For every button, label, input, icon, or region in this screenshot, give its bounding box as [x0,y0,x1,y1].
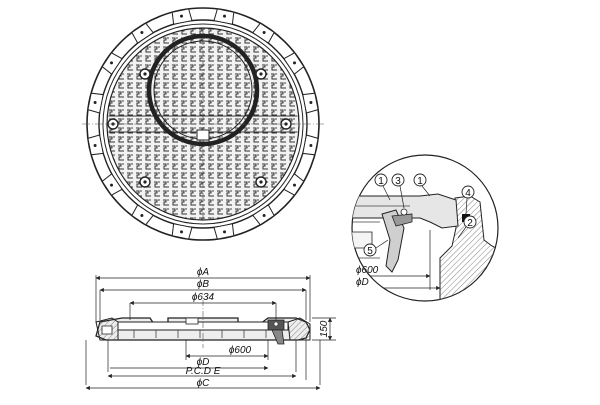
inner-cover-ring [146,33,260,147]
svg-text:4: 4 [465,188,471,199]
dim-phi-634: ϕ634 [192,292,215,303]
svg-text:1: 1 [378,176,384,187]
svg-text:1: 1 [417,176,423,187]
frame-rib-mark [309,144,313,147]
plan-view [82,7,324,241]
frame-rib-mark [180,230,183,234]
detail-view: ϕ600 ϕD 1 3 1 4 2 5 [351,154,499,302]
dim-phi-d: ϕD [197,357,210,368]
dimension-lines [85,275,336,391]
callout-4: 4 [461,185,475,215]
callout-3: 3 [391,173,405,209]
frame-rib-mark [262,214,266,217]
callout-2: 2 [457,215,477,239]
frame-rib-mark [309,101,313,104]
detail-dim-phi-600: ϕ600 [356,265,379,276]
frame-rib-mark [110,183,113,187]
frame-rib-mark [293,61,296,65]
section-view: ϕA ϕB ϕ634 ϕ600 ϕD P.C.D E ϕC 150 [85,267,336,391]
frame-rib-mark [223,14,226,18]
frame-rib-mark [140,31,144,34]
frame-rib-mark [262,31,266,34]
latch-mechanism [267,319,285,345]
bolt-holes [107,68,292,188]
frame-rib-mark [93,101,97,104]
svg-text:3: 3 [395,176,401,187]
callout-1a: 1 [374,173,391,201]
callout-5: 5 [363,239,389,257]
svg-text:5: 5 [367,246,373,257]
frame-rib-mark [223,230,226,234]
dim-phi-c: ϕC [197,378,211,389]
dim-phi-a: ϕA [197,267,210,278]
frame-rib-mark [180,14,183,18]
callout-1b: 1 [413,173,431,197]
dim-height-150: 150 [319,320,330,337]
frame-rib-mark [93,144,97,147]
dim-phi-b: ϕB [197,279,210,290]
frame-rib-mark [110,61,113,65]
dim-pcd-e: P.C.D E [186,366,221,377]
svg-text:2: 2 [467,218,473,229]
frame-ribs [87,8,319,240]
frame-rib-mark [140,214,144,217]
dim-phi-600: ϕ600 [229,345,252,356]
detail-dim-phi-d: ϕD [356,277,369,288]
frame-rib-mark [293,183,296,187]
